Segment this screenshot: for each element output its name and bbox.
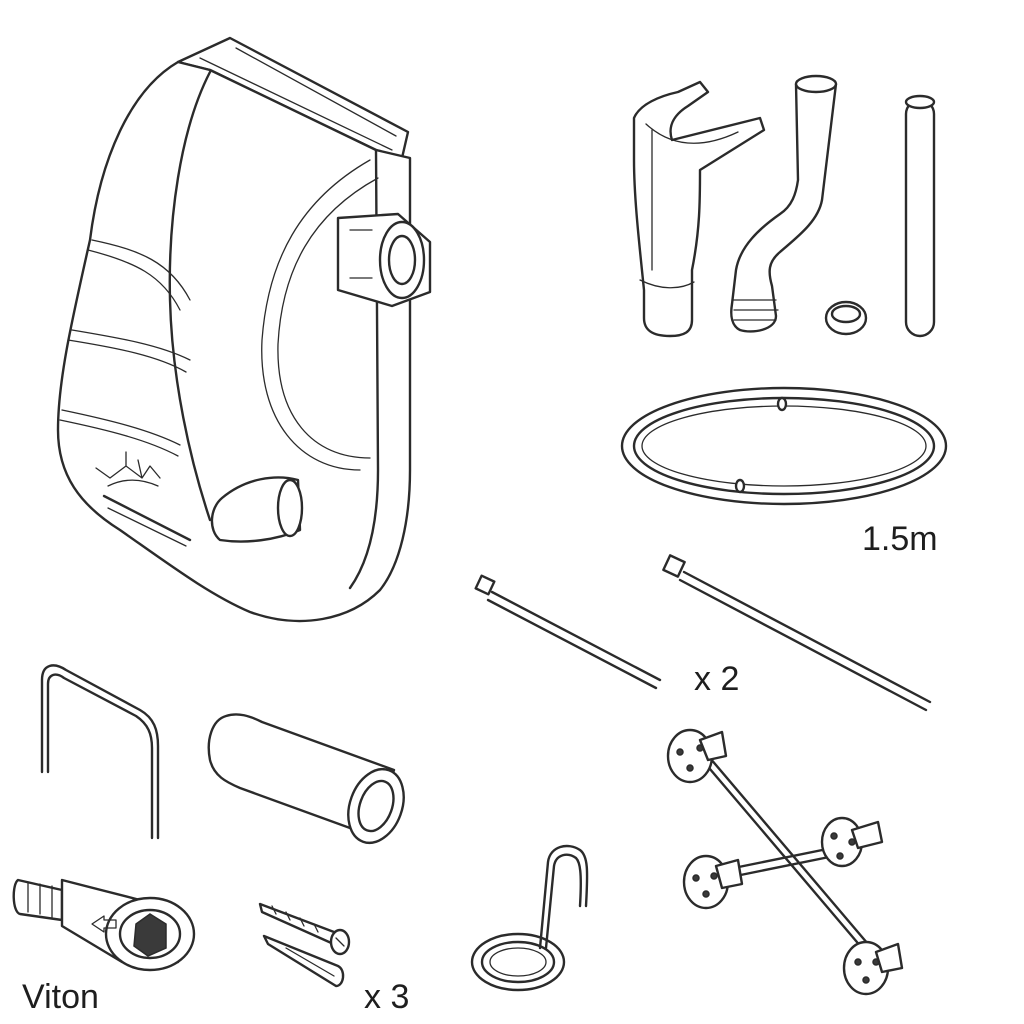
hose-clip [824, 300, 868, 336]
viton-valve [12, 878, 196, 972]
suction-cup-set [666, 728, 904, 996]
foam-sleeve [207, 713, 405, 844]
cable-tie-quantity-label: x 2 [694, 660, 740, 698]
spiral-hanger [470, 844, 589, 992]
wire-bracket [40, 664, 160, 840]
coiled-tubing [620, 386, 948, 506]
screw [258, 902, 351, 956]
cable-tie [662, 554, 932, 712]
tubing-length-label: 1.5m [862, 520, 938, 558]
outlet-spout [632, 80, 766, 338]
screw-quantity-label: x 3 [364, 978, 410, 1016]
logo-mark [95, 451, 161, 487]
cable-tie [474, 574, 662, 690]
filter-housing [56, 36, 432, 623]
wall-anchor [262, 934, 345, 988]
straight-pipe [904, 94, 936, 338]
valve-material-label: Viton [22, 978, 99, 1016]
s-bend-pipe [730, 74, 838, 333]
